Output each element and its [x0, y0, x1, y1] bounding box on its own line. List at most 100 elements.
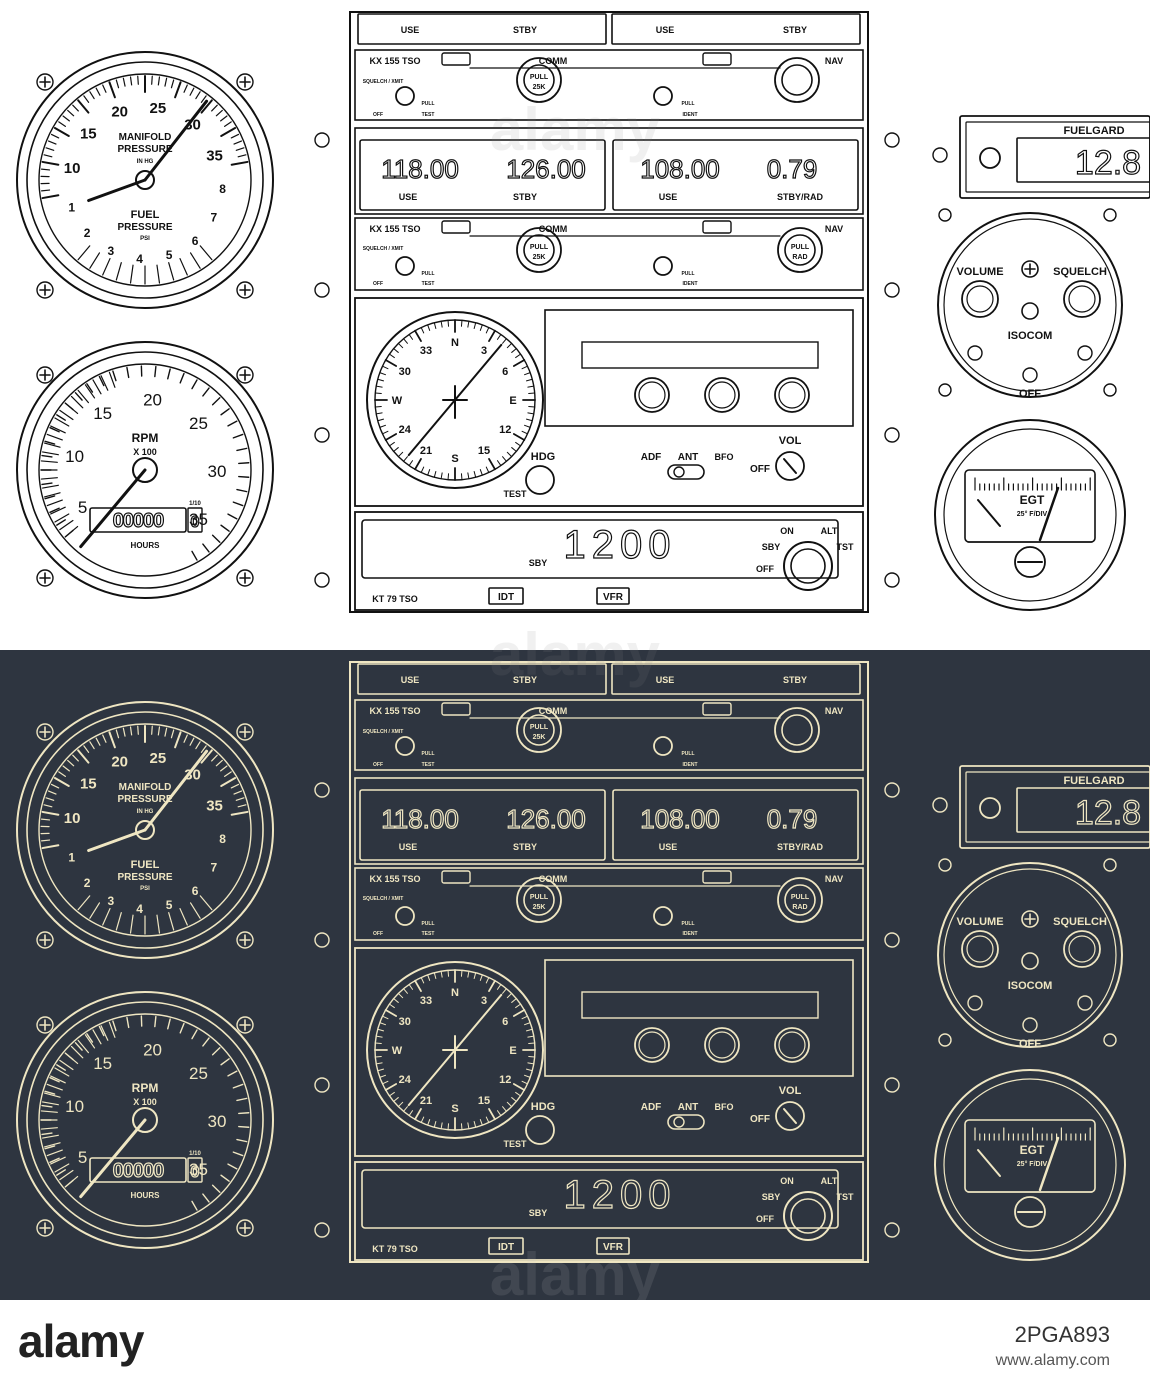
radio2-volume-knob[interactable] [395, 906, 415, 926]
adf-frequency-knob-inner-2[interactable] [778, 1031, 806, 1059]
radio1-squelch-label: SQUELCH / XMIT [363, 729, 404, 735]
adf-frequency-knob-2[interactable] [774, 1027, 810, 1063]
radio1-com-knob-outer[interactable] [516, 707, 562, 753]
footer-url[interactable]: www.alamy.com [995, 1352, 1110, 1369]
rpm-tick [167, 368, 171, 380]
footer-logo[interactable]: alamy [18, 1315, 144, 1367]
audio-panel-face [943, 218, 1117, 392]
audio-lower-right-knob[interactable] [1077, 995, 1093, 1011]
adf-mode-switch[interactable] [667, 1114, 705, 1130]
audio-squelch-knob[interactable] [1063, 930, 1101, 968]
radio1-nav-flip-button[interactable] [702, 52, 732, 66]
radio2-volume-knob[interactable] [395, 256, 415, 276]
rpm-tick-label-25: 25 [189, 414, 208, 433]
radio2-nav-volume-knob[interactable] [653, 256, 673, 276]
transponder-mode-knob-outer[interactable] [783, 541, 833, 591]
radio2-nav-knob-outer[interactable] [777, 877, 823, 923]
radio1-com-knob-inner[interactable] [523, 64, 555, 96]
adf-frequency-knob-inner-1[interactable] [708, 381, 736, 409]
radio1-volume-knob[interactable] [395, 86, 415, 106]
audio-off-knob[interactable] [1022, 367, 1038, 383]
radio1-nav-volume-knob[interactable] [653, 86, 673, 106]
radio1-nav-label: NAV [825, 56, 843, 66]
radio2-com-knob-inner[interactable] [523, 234, 555, 266]
adf-mode-switch[interactable] [667, 464, 705, 480]
adf-frequency-knob-inner-1[interactable] [708, 1031, 736, 1059]
adf-frequency-knob-1[interactable] [704, 1027, 740, 1063]
audio-isocom-knob[interactable] [1021, 952, 1039, 970]
fuel-tick-label-3: 3 [107, 894, 114, 908]
radio2-com-knob-outer[interactable] [516, 877, 562, 923]
adf-vol-label: VOL [779, 435, 802, 447]
adf-frequency-knob-0[interactable] [634, 377, 670, 413]
audio-squelch-knob[interactable] [1063, 280, 1101, 318]
audio-volume-knob-inner[interactable] [966, 935, 994, 963]
fuelgard-switch-knob[interactable] [979, 147, 1001, 169]
hour-counter-window [89, 1157, 187, 1183]
adf-volume-knob[interactable] [775, 451, 805, 481]
radio1-com-flip-button[interactable] [441, 702, 471, 716]
adf-hdg-knob[interactable] [525, 1115, 555, 1145]
radio2-com-knob-inner[interactable] [523, 884, 555, 916]
adf-frequency-knob-1[interactable] [704, 377, 740, 413]
radio2-nav-flip-button[interactable] [702, 870, 732, 884]
audio-volume-knob[interactable] [961, 930, 999, 968]
radio1-nav-volume-knob[interactable] [653, 736, 673, 756]
radio2-com-standby-freq: 126.00 [506, 154, 586, 184]
transponder-mode-knob-inner[interactable] [790, 1198, 826, 1234]
fuelgard-switch-knob[interactable] [979, 797, 1001, 819]
radio1-volume-knob[interactable] [395, 736, 415, 756]
adf-volume-knob[interactable] [775, 1101, 805, 1131]
radio1-nav-knob-outer[interactable] [774, 57, 820, 103]
transponder-mode-knob-inner[interactable] [790, 548, 826, 584]
audio-squelch-knob-inner[interactable] [1068, 935, 1096, 963]
radio1-com-knob-outer[interactable] [516, 57, 562, 103]
radio2-nav-use-label: USE [659, 192, 678, 202]
radio1-nav-knob-inner[interactable] [781, 714, 813, 746]
adf-frequency-knob-0[interactable] [634, 1027, 670, 1063]
audio-squelch-knob-inner[interactable] [1068, 285, 1096, 313]
transponder-vfr-button[interactable] [596, 587, 630, 605]
transponder-vfr-button[interactable] [596, 1237, 630, 1255]
adf-frequency-knob-inner-0[interactable] [638, 381, 666, 409]
radio2-com-flip-button[interactable] [441, 870, 471, 884]
adf-frequency-knob-inner-0[interactable] [638, 1031, 666, 1059]
adf-compass-tick [527, 385, 535, 388]
audio-off-knob[interactable] [1022, 1017, 1038, 1033]
radio2-nav-flip-button[interactable] [702, 220, 732, 234]
adf-compass-tick [485, 466, 490, 474]
fuel-tick-label-1: 1 [68, 851, 75, 865]
adf-frequency-knob-2[interactable] [774, 377, 810, 413]
manifold-tick [53, 127, 70, 137]
adf-mode-switch-knob[interactable] [673, 466, 685, 478]
manifold-tick [237, 154, 247, 158]
radio1-nav-knob-inner[interactable] [781, 64, 813, 96]
radio1-nav-flip-button[interactable] [702, 702, 732, 716]
adf-frequency-knob-inner-2[interactable] [778, 381, 806, 409]
radio2-nav-knob-inner[interactable] [784, 884, 816, 916]
audio-volume-knob[interactable] [961, 280, 999, 318]
audio-isocom-knob[interactable] [1021, 302, 1039, 320]
egt-adjust-screw[interactable] [1014, 546, 1046, 578]
rpm-tick [74, 1042, 83, 1051]
adf-hdg-knob[interactable] [525, 465, 555, 495]
adf-mode-switch-knob[interactable] [673, 1116, 685, 1128]
radio1-nav-knob-outer[interactable] [774, 707, 820, 753]
adf-compass-label-21: 21 [420, 445, 432, 457]
radio2-nav-knob-inner[interactable] [784, 234, 816, 266]
radio2-com-knob-outer[interactable] [516, 227, 562, 273]
egt-adjust-screw[interactable] [1014, 1196, 1046, 1228]
radio2-com-flip-button[interactable] [441, 220, 471, 234]
radio1-com-flip-button[interactable] [441, 52, 471, 66]
audio-lower-right-knob[interactable] [1077, 345, 1093, 361]
audio-lower-left-knob[interactable] [967, 995, 983, 1011]
transponder-idt-button[interactable] [488, 587, 524, 605]
radio2-nav-knob-outer[interactable] [777, 227, 823, 273]
radio2-nav-stby-rad-label: STBY/RAD [777, 842, 824, 852]
transponder-mode-knob-outer[interactable] [783, 1191, 833, 1241]
audio-volume-knob-inner[interactable] [966, 285, 994, 313]
audio-lower-left-knob[interactable] [967, 345, 983, 361]
radio2-nav-volume-knob[interactable] [653, 906, 673, 926]
transponder-idt-button[interactable] [488, 1237, 524, 1255]
radio1-com-knob-inner[interactable] [523, 714, 555, 746]
